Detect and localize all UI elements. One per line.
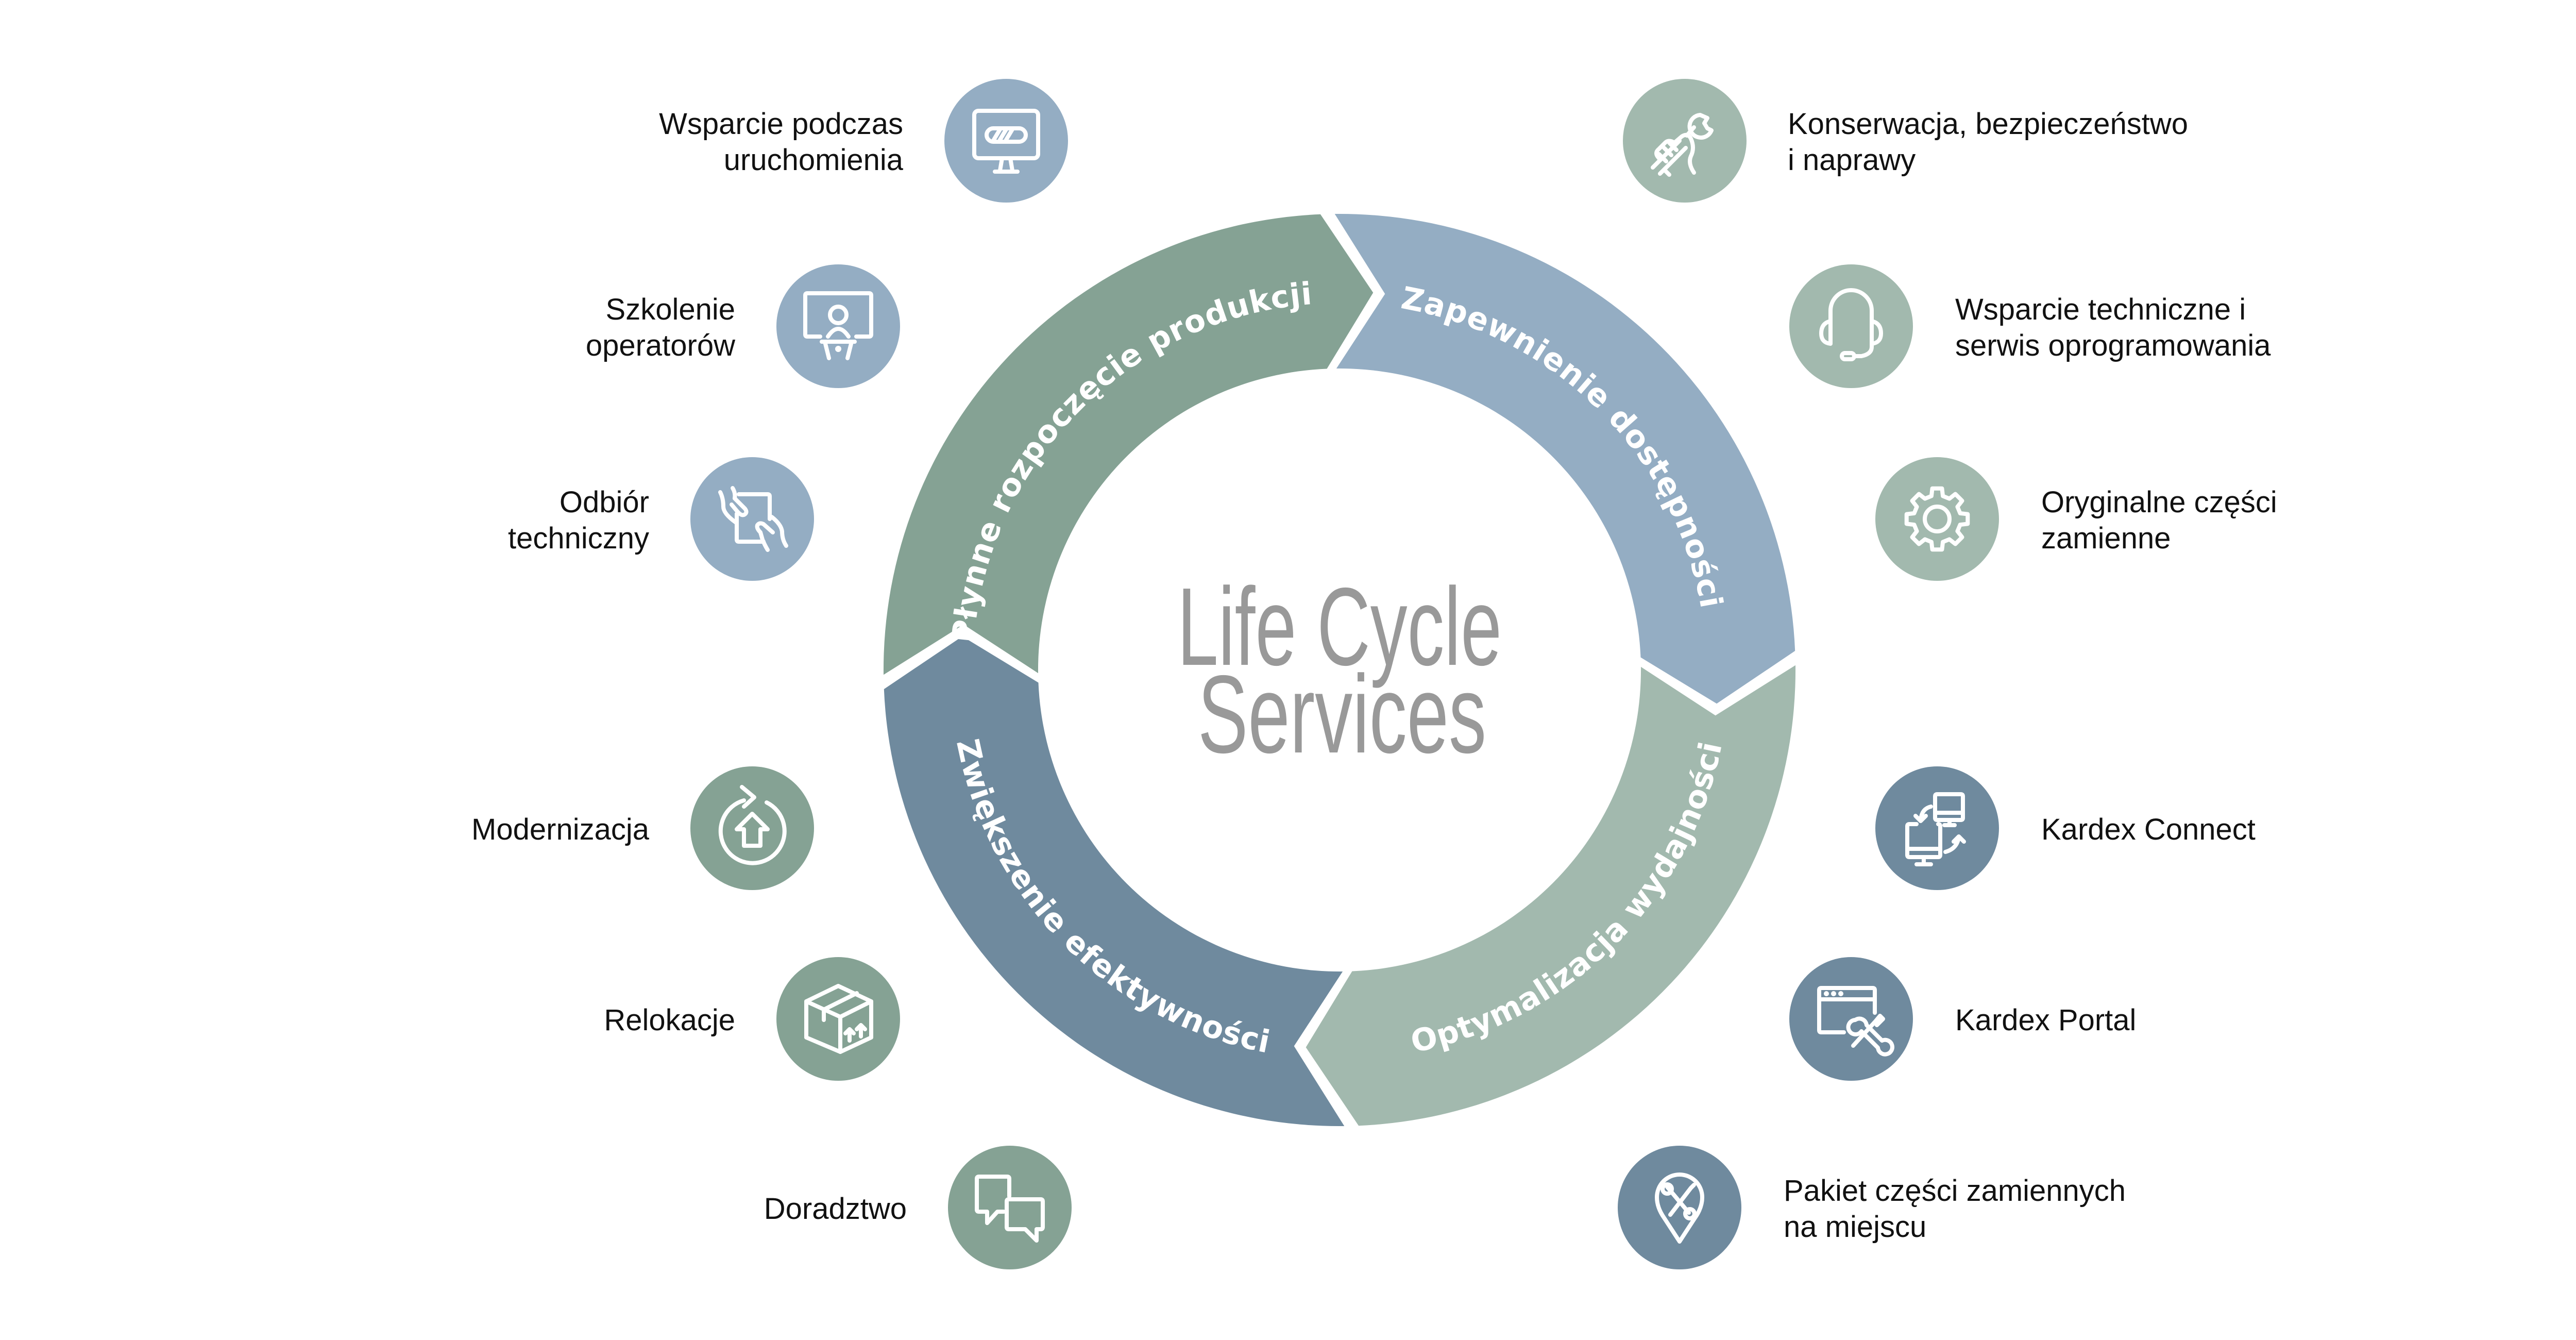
connected-monitors-icon [1905,792,1966,866]
icon-circle [1875,457,1999,581]
item-label-line2: uruchomienia [724,143,904,177]
item-label-line1: Odbiór [560,485,649,519]
item-label-line1: Konserwacja, bezpieczeństwo [1788,107,2188,141]
presenter-icon [803,291,873,360]
icon-circle [1875,766,1999,890]
monitor-progress-icon [972,109,1040,174]
service-item-operator-training[interactable]: Szkolenie operatorów [586,264,900,388]
item-label-line1: Doradztwo [764,1192,907,1226]
item-label-line1: Wsparcie podczas [659,107,903,141]
item-label-line1: Szkolenie [606,293,735,326]
center-title-line2: Services [1198,652,1486,776]
item-label-line1: Relokacje [604,1003,735,1037]
gear-icon [1904,486,1970,552]
item-label-line1: Kardex Connect [2041,813,2256,846]
service-item-relocation[interactable]: Relokacje [604,957,900,1081]
service-item-onsite-parts-package[interactable]: Pakiet części zamiennych na miejscu [1618,1146,2126,1269]
segment-performance-optimization[interactable] [884,636,1345,1127]
item-label-line2: operatorów [586,329,736,362]
icon-circle [690,766,814,890]
service-item-kardex-portal[interactable]: Kardex Portal [1789,957,2136,1081]
segment-availability[interactable] [1306,665,1796,1126]
icon-circle [1618,1146,1741,1269]
item-label-line1: Wsparcie techniczne i [1955,293,2246,326]
box-icon [804,984,873,1054]
item-label-line2: na miejscu [1784,1210,1926,1244]
service-item-maintenance[interactable]: Konserwacja, bezpieczeństwo i naprawy [1623,79,2188,203]
service-item-kardex-connect[interactable]: Kardex Connect [1875,766,2256,890]
chat-bubbles-icon [975,1175,1045,1243]
icon-circle [1789,264,1913,388]
cycle-ring [883,213,1796,1127]
item-label-line2: zamienne [2041,522,2171,555]
item-label-line1: Oryginalne części [2041,485,2277,519]
icon-circle [776,264,900,388]
service-item-startup-support[interactable]: Wsparcie podczas uruchomienia [659,79,1068,203]
item-label-line2: techniczny [508,522,649,555]
service-item-modernization[interactable]: Modernizacja [471,766,814,890]
icon-circle [948,1146,1072,1269]
location-tools-icon [1655,1172,1704,1244]
center-title-line1: Life Cycle [1177,564,1502,689]
item-label-line2: serwis oprogramowania [1955,329,2271,362]
service-item-technical-support[interactable]: Wsparcie techniczne i serwis oprogramowa… [1789,264,2271,388]
service-item-original-parts[interactable]: Oryginalne części zamienne [1875,457,2277,581]
hand-wrench-icon [1651,113,1714,177]
service-item-consulting[interactable]: Doradztwo [764,1146,1072,1269]
upgrade-cycle-icon [718,785,787,865]
browser-tools-icon [1817,986,1894,1057]
icon-circle [1623,79,1747,203]
segment-smooth-production-start[interactable] [1334,213,1795,704]
icon-circle [690,457,814,581]
headset-icon [1819,288,1883,361]
item-label-line2: i naprawy [1788,143,1916,177]
item-label-line1: Kardex Portal [1955,1003,2136,1037]
item-label-line1: Modernizacja [471,813,650,846]
hands-tablet-icon [718,486,788,552]
service-item-technical-acceptance[interactable]: Odbiór techniczny [508,457,814,581]
segment-efficiency-increase[interactable] [883,214,1374,675]
item-label-line1: Pakiet części zamiennych [1784,1174,2126,1208]
